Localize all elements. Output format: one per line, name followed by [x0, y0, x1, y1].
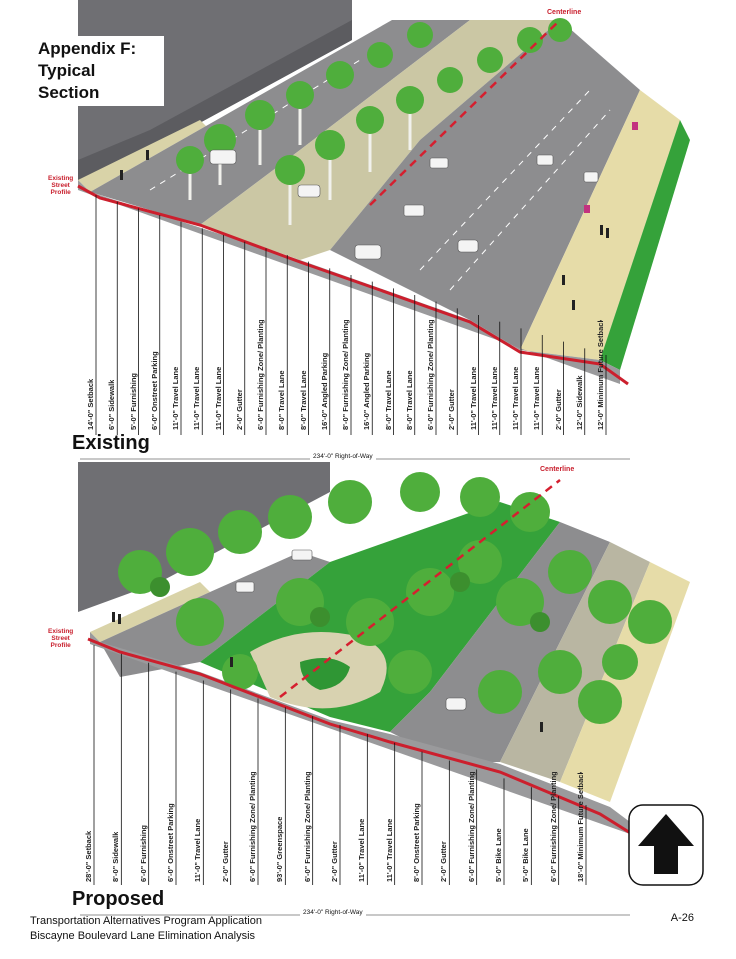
- proposed-dimension-label: 5'-0" Bike Lane: [521, 828, 531, 882]
- existing-street-profile-label: Existing Street Profile: [48, 175, 74, 196]
- proposed-dimension-label: 18'-0" Minimum Future Setback: [576, 772, 585, 882]
- existing-section-illustration: [77, 0, 690, 460]
- existing-dimension-label: 8'-0" Travel Lane: [277, 370, 287, 430]
- proposed-dimension-label: 11'-0" Travel Lane: [193, 818, 203, 882]
- proposed-dimension-label: 6'-0" Furnishing: [138, 824, 148, 882]
- proposed-profile-line: [87, 637, 633, 836]
- proposed-section-label: Proposed: [72, 888, 165, 910]
- existing-dimension-label: 14'-0" Setback: [86, 378, 95, 430]
- proposed-section-illustration: [78, 462, 690, 916]
- proposed-dimension-label: 8'-0" Onstreet Parking: [412, 803, 421, 882]
- proposed-dimension-label: 2'-0" Gutter: [330, 841, 339, 882]
- existing-dimension-label: 16'-0" Angled Parking: [319, 352, 329, 430]
- existing-dimension-label: 8'-0" Travel Lane: [404, 370, 414, 430]
- proposed-dimension-label: 6'-0" Onstreet Parking: [166, 803, 175, 882]
- existing-dimension-label: 6'-0" Onstreet Parking: [149, 351, 159, 430]
- page-title: Appendix F: Typical Section: [34, 36, 164, 106]
- existing-dimension-label: 2'-0" Gutter: [447, 389, 457, 430]
- existing-centerline-line: [369, 19, 561, 206]
- proposed-dimension-label: 5'-0" Bike Lane: [494, 828, 503, 882]
- proposed-dimension-label: 11'-0" Travel Lane: [384, 818, 394, 882]
- proposed-dimension-label: 11'-0" Travel Lane: [357, 818, 367, 882]
- existing-right-of-way: 234'-0" Right-of-Way: [310, 453, 376, 460]
- proposed-dimension-label: 6'-0" Furnishing Zone/ Planting Strip: [466, 772, 476, 882]
- proposed-dimension-label: 28'-0" Setback: [84, 830, 93, 882]
- existing-dimension-label: 8'-0" Travel Lane: [298, 370, 308, 430]
- existing-dimension-label: 8'-0" Travel Lane: [383, 370, 393, 430]
- title-line-1: Appendix F:: [38, 39, 137, 58]
- existing-dimension-label: 12'-0" Sidewalk: [574, 375, 584, 430]
- footer-line-2: Biscayne Boulevard Lane Elimination Anal…: [30, 930, 256, 942]
- existing-profile-line: [77, 184, 629, 386]
- proposed-dimension-label: 6'-0" Furnishing Zone/ Planting Strip: [548, 772, 558, 882]
- existing-dimension-label: 11'-0" Travel Lane: [213, 366, 223, 430]
- existing-dimension-label: 11'-0" Travel Lane: [171, 366, 180, 430]
- existing-dimension-label: 5'-0" Furnishing: [128, 372, 138, 430]
- existing-section-label: Existing: [72, 432, 150, 454]
- title-line-2: Typical Section: [38, 61, 100, 102]
- page-number: A-26: [670, 912, 694, 924]
- existing-dimension-label: 2'-0" Gutter: [553, 389, 563, 430]
- proposed-centerline-label: Centerline: [540, 466, 575, 473]
- existing-dimension-label: 11'-0" Travel Lane: [532, 366, 542, 430]
- existing-dimension-label: 12'-0" Minimum Future Setback: [596, 320, 605, 430]
- existing-dimension-label: 6'-0" Furnishing Zone/ Planting Strip: [256, 320, 265, 430]
- north-arrow-icon: [628, 804, 704, 886]
- proposed-dimension-label: 93'-0" Greenspace: [275, 816, 285, 882]
- proposed-dimension-label: 2'-0" Gutter: [220, 841, 230, 882]
- existing-dimension-label: 11'-0" Travel Lane: [468, 366, 478, 430]
- existing-dimension-label: 16'-0" Angled Parking: [362, 352, 372, 430]
- proposed-dimension-label: 8'-0" Sidewalk: [111, 831, 121, 882]
- existing-dimension-label: 11'-0" Travel Lane: [489, 366, 499, 430]
- proposed-centerline-line: [279, 479, 561, 698]
- existing-dimension-label: 6'-0" Furnishing Zone/ Planting Strip: [426, 320, 435, 430]
- existing-dimension-label: 11'-0" Travel Lane: [192, 366, 202, 430]
- existing-centerline-label: Centerline: [547, 9, 582, 16]
- proposed-dimension-label: 6'-0" Furnishing Zone/ Planting Strip: [248, 772, 257, 882]
- proposed-dimension-label: 2'-0" Gutter: [439, 841, 449, 882]
- proposed-dimension-label: 6'-0" Furnishing Zone/ Planting Strip: [302, 772, 312, 882]
- proposed-street-profile-label: Existing Street Profile: [48, 628, 74, 649]
- proposed-right-of-way: 234'-0" Right-of-Way: [300, 909, 366, 916]
- existing-dimension-label: 6'-0" Sidewalk: [107, 379, 117, 430]
- existing-dimension-label: 2'-0" Gutter: [234, 389, 244, 430]
- existing-dimension-label: 11'-0" Travel Lane: [511, 366, 520, 430]
- footer-line-1: Transportation Alternatives Program Appl…: [30, 915, 262, 927]
- existing-dimension-label: 8'-0" Furnishing Zone/ Planting Strip: [341, 320, 350, 430]
